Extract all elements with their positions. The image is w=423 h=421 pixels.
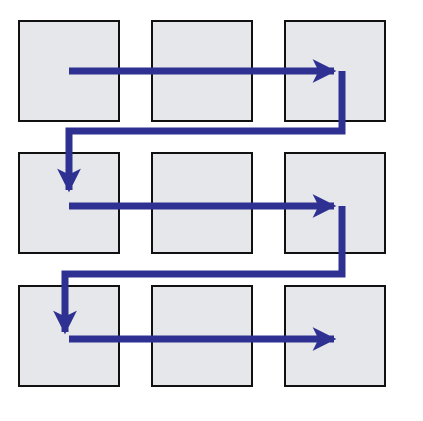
arrow-wrap-1-to-2	[57, 71, 346, 193]
cells-layer	[18, 20, 386, 387]
arrows-layer	[53, 59, 346, 351]
arrow-wrap-2-to-3	[53, 206, 346, 335]
